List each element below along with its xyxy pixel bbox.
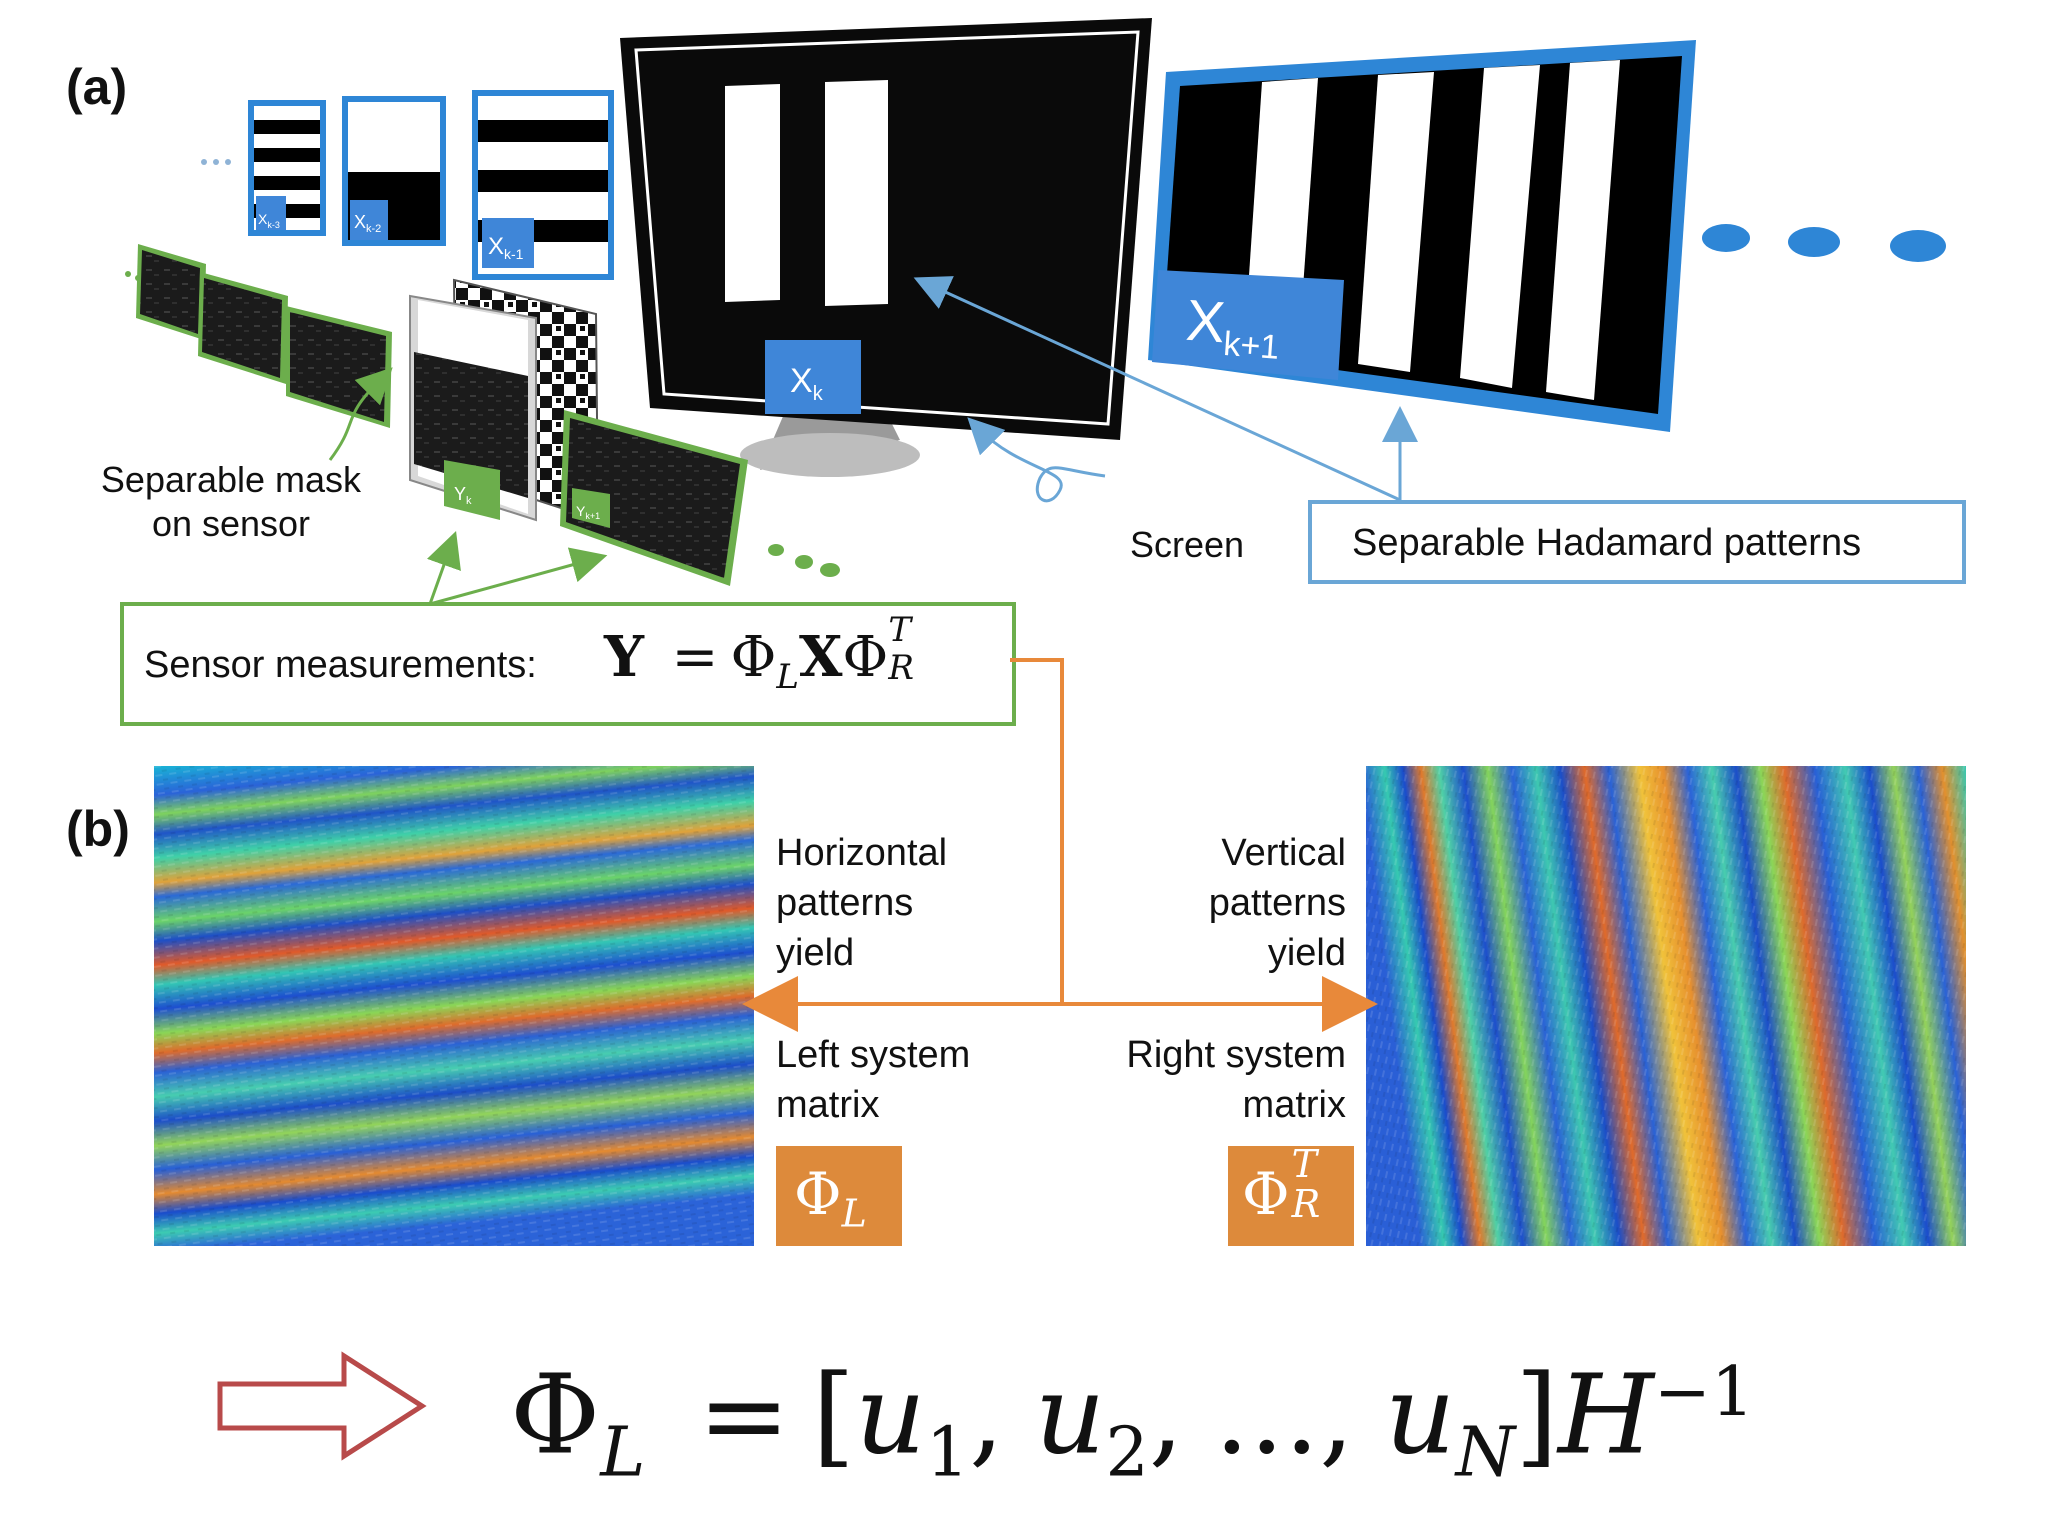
panel-a-illustration: Xk-3 Xk-2 Xk-1 Xk Yk Yk+1 (125, 18, 1946, 606)
mask-label: Separable mask on sensor (96, 458, 366, 546)
left-system-line-2: matrix (776, 1084, 880, 1126)
sensor-dots-icon (768, 544, 840, 577)
right-system-line-1: Right system (1126, 1034, 1346, 1076)
vertical-line-2: patterns (1208, 882, 1346, 924)
panel-a-label: (a) (66, 59, 128, 115)
vertical-line-1: Vertical (1221, 832, 1346, 874)
left-system-text: Left system matrix (776, 1030, 970, 1130)
green-arrows (328, 367, 608, 606)
horizontal-patterns-text: Horizontal patterns yield (776, 828, 947, 978)
hadamard-label: Separable Hadamard patterns (1352, 522, 1862, 564)
bottom-equation: ΦL =[u1, u2, ..., uN]H−1 (510, 1350, 1755, 1493)
sensor-frame-k+1 (560, 410, 748, 586)
horizontal-line-2: patterns (776, 882, 914, 924)
pattern-frame-k-1 (472, 90, 614, 280)
orange-connectors (742, 658, 1378, 1032)
right-system-line-2: matrix (1242, 1084, 1346, 1126)
implies-arrow-icon (217, 1351, 427, 1461)
sensor-with-mask (409, 278, 600, 522)
phi-left-badge: ΦL (776, 1146, 902, 1246)
pattern-frame-k-3 (248, 100, 326, 236)
panel-b-label: (b) (66, 801, 130, 857)
hadamard-label-box: Separable Hadamard patterns (1308, 500, 1966, 584)
horizontal-line-3: yield (776, 932, 855, 974)
right-system-text: Right system matrix (1060, 1030, 1346, 1130)
vertical-line-3: yield (1267, 932, 1346, 974)
leading-dots-icon (201, 159, 231, 165)
right-system-matrix-heatmap (1366, 766, 1966, 1246)
phi-left-symbol: ΦL (794, 1160, 867, 1236)
mask-label-line-1: Separable mask (100, 459, 362, 500)
left-system-matrix-heatmap (154, 766, 754, 1246)
pattern-frame-k-2 (342, 96, 446, 246)
trailing-dots-icon (1702, 224, 1946, 262)
sensor-measurements-text: Sensor measurements: (144, 644, 537, 686)
vertical-patterns-text: Vertical patterns yield (1100, 828, 1346, 978)
screen-label: Screen (1130, 524, 1245, 565)
mask-label-line-2: on sensor (151, 503, 311, 544)
blue-arrows (913, 276, 1418, 503)
horizontal-line-1: Horizontal (776, 832, 948, 874)
monitor-screen (620, 18, 1152, 477)
pattern-frame-k+1 (1148, 40, 1696, 432)
left-system-line-1: Left system (776, 1034, 971, 1076)
